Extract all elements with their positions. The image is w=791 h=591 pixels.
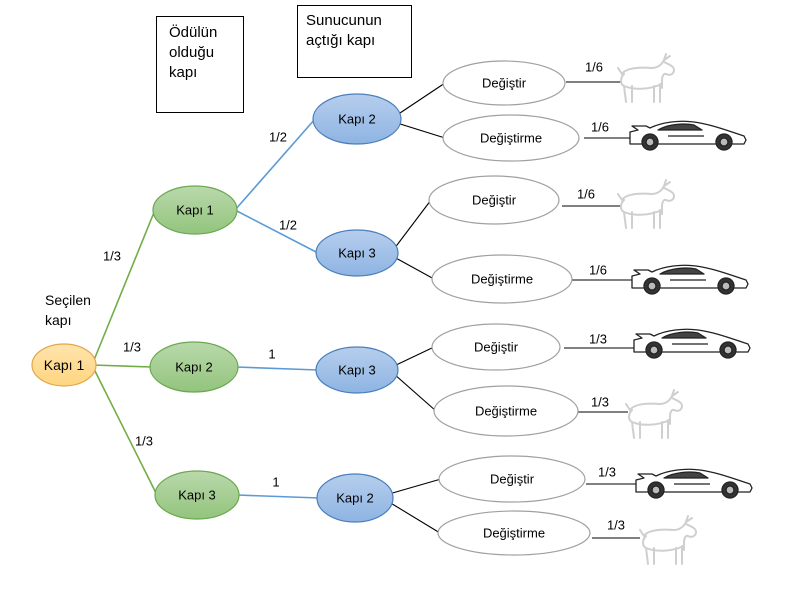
- node-ellipse: [431, 254, 573, 304]
- edge-host-choice: [388, 478, 442, 495]
- car-icon: [633, 328, 751, 359]
- goat-icon: [617, 179, 675, 229]
- node-ellipse: [442, 114, 580, 162]
- host-node-1: Kapı 2: [312, 93, 402, 145]
- edge-prob-label: 1: [272, 475, 279, 490]
- node-ellipse: [315, 229, 399, 277]
- outcome-prob-label: 1/6: [577, 187, 595, 202]
- choice-node-1: Değiştir: [442, 60, 566, 106]
- node-label: Değiştirme: [471, 272, 533, 287]
- edge-prob-label: 1/2: [279, 218, 297, 233]
- node-ellipse: [442, 60, 566, 106]
- outcome-prob-label: 1/6: [589, 263, 607, 278]
- node-ellipse: [316, 473, 394, 523]
- edge-prob-label: 1/3: [103, 249, 121, 264]
- choice-node-2: Değiştirme: [442, 114, 580, 162]
- node-ellipse: [428, 175, 560, 225]
- edge-prob-label: 1: [268, 347, 275, 362]
- node-label: Kapı 1: [176, 203, 214, 218]
- chosen-door-label: Seçilen kapı: [45, 292, 91, 328]
- car-icon: [631, 264, 749, 295]
- node-ellipse: [149, 341, 239, 393]
- node-label: Kapı 2: [338, 112, 376, 127]
- node-label: Değiştir: [474, 340, 519, 355]
- node-ellipse: [312, 93, 402, 145]
- node-label: Değiştir: [490, 472, 535, 487]
- choice-node-6: Değiştirme: [433, 385, 579, 437]
- prize-node-2: Kapı 2: [149, 341, 239, 393]
- car-icon: [635, 468, 753, 499]
- node-ellipse: [315, 346, 399, 394]
- edge-prize-host: [236, 494, 320, 499]
- node-ellipse: [437, 510, 591, 556]
- outcome-prob-label: 1/3: [598, 465, 616, 480]
- node-label: Kapı 1: [44, 357, 85, 373]
- node-label: Değiştirme: [480, 131, 542, 146]
- edge-host-choice: [393, 373, 437, 412]
- node-label: Kapı 2: [336, 491, 374, 506]
- choice-node-7: Değiştir: [438, 455, 586, 503]
- edge-host-choice: [393, 346, 435, 367]
- host-node-4: Kapı 2: [316, 473, 394, 523]
- outcome-prob-label: 1/6: [591, 120, 609, 135]
- edge-prize-host: [235, 366, 319, 371]
- prize-node-1: Kapı 1: [152, 185, 238, 235]
- node-label: Kapı 3: [338, 246, 376, 261]
- edge-root-prize: [91, 209, 156, 366]
- node-label: Kapı 3: [338, 363, 376, 378]
- edge-host-choice: [393, 199, 432, 250]
- node-label: Kapı 2: [175, 360, 213, 375]
- node-label: Değiştir: [472, 193, 517, 208]
- edge-root-prize: [91, 364, 153, 368]
- node-ellipse: [31, 343, 97, 387]
- edge-host-choice: [388, 501, 441, 534]
- choice-node-4: Değiştirme: [431, 254, 573, 304]
- edge-root-prize: [91, 364, 158, 496]
- edge-prob-label: 1/2: [269, 130, 287, 145]
- edge-host-choice: [396, 82, 446, 116]
- edge-prize-host: [234, 118, 316, 211]
- node-ellipse: [154, 470, 240, 520]
- choice-node-3: Değiştir: [428, 175, 560, 225]
- edge-host-choice: [393, 256, 435, 280]
- goat-icon: [617, 53, 675, 103]
- host-node-2: Kapı 3: [315, 229, 399, 277]
- goat-icon: [639, 515, 697, 565]
- node-label: Değiştirme: [475, 404, 537, 419]
- node-ellipse: [431, 323, 561, 371]
- node-label: Kapı 3: [178, 488, 216, 503]
- car-icon: [629, 120, 747, 151]
- outcome-prob-label: 1/3: [607, 518, 625, 533]
- outcome-prob-label: 1/6: [585, 60, 603, 75]
- edge-prob-label: 1/3: [135, 434, 153, 449]
- prize-node-3: Kapı 3: [154, 470, 240, 520]
- node-ellipse: [433, 385, 579, 437]
- goat-icon: [625, 389, 683, 439]
- host-door-legend: Sunucunun açtığı kapı: [297, 5, 412, 78]
- choice-node-5: Değiştir: [431, 323, 561, 371]
- root-node-door-1: Kapı 1: [31, 343, 97, 387]
- node-label: Değiştir: [482, 76, 527, 91]
- edge-host-choice: [396, 122, 446, 139]
- node-label: Değiştirme: [483, 526, 545, 541]
- choice-node-8: Değiştirme: [437, 510, 591, 556]
- edge-prob-label: 1/3: [123, 340, 141, 355]
- prize-door-legend: Ödülün olduğu kapı: [156, 16, 244, 113]
- host-node-3: Kapı 3: [315, 346, 399, 394]
- node-ellipse: [152, 185, 238, 235]
- node-ellipse: [438, 455, 586, 503]
- edge-prize-host: [234, 209, 319, 254]
- outcome-prob-label: 1/3: [589, 332, 607, 347]
- outcome-prob-label: 1/3: [591, 395, 609, 410]
